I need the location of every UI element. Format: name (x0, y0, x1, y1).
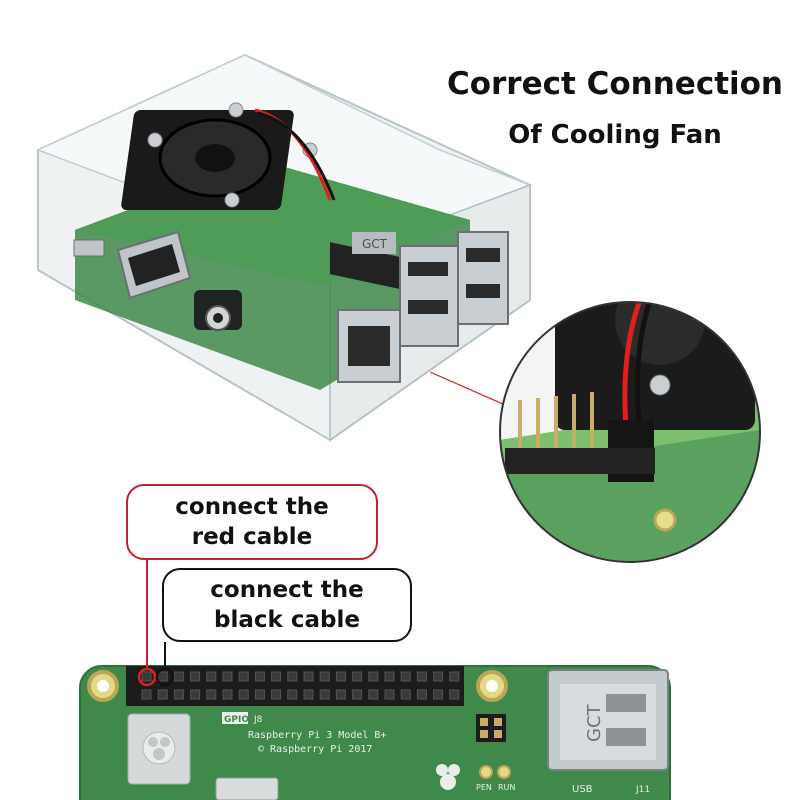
gct-label: GCT (362, 237, 388, 251)
j8-label: J8 (253, 715, 263, 725)
black-callout-line-2: black cable (214, 607, 360, 633)
small-header: PEN RUN (476, 714, 515, 792)
gpio-pin (271, 689, 282, 700)
gpio-pin (141, 671, 152, 682)
gpio-pin (449, 671, 460, 682)
gpio-pin (319, 671, 330, 682)
gpio-pin (335, 689, 346, 700)
raspberry-chip (127, 713, 191, 785)
gpio-pin (254, 689, 265, 700)
gpio-pin (416, 671, 427, 682)
usb-gct-label: GCT (584, 703, 605, 742)
title-line-1: Correct Connection (446, 66, 784, 102)
gpio-pin (206, 671, 217, 682)
gpio-pin (449, 689, 460, 700)
gpio-pin (157, 671, 168, 682)
red-cable-callout: connect the red cable (126, 484, 378, 560)
gpio-pin (271, 671, 282, 682)
run-label: RUN (498, 783, 515, 792)
gpio-pin (157, 689, 168, 700)
gpio-pin (433, 671, 444, 682)
model-label: Raspberry Pi 3 Model B+ (248, 730, 386, 741)
usb-ports-top: GCT (352, 231, 509, 347)
gpio-pin (335, 671, 346, 682)
gpio-pin (384, 671, 395, 682)
black-callout-line-1: connect the (210, 577, 364, 603)
raspberry-logo-small (436, 764, 460, 790)
gpio-pin (254, 671, 265, 682)
gpio-pin (141, 689, 152, 700)
gpio-pin (222, 671, 233, 682)
gpio-pin (352, 671, 363, 682)
hdmi-port (116, 230, 192, 300)
gpio-label: GPIO (224, 715, 249, 725)
title-line-2: Of Cooling Fan (508, 120, 722, 150)
pen-label: PEN (476, 783, 492, 792)
gpio-pin (400, 671, 411, 682)
gpio-pin (206, 689, 217, 700)
usb-port-bottom: GCT USB J11 (547, 669, 669, 795)
gpio-pin (319, 689, 330, 700)
gpio-pin (238, 671, 249, 682)
gpio-pin (222, 689, 233, 700)
gpio-pin (368, 671, 379, 682)
red-callout-line-2: red cable (191, 524, 313, 550)
pointer-line (429, 371, 513, 409)
audio-jack (194, 290, 242, 331)
gpio-pin (190, 689, 201, 700)
black-cable-callout: connect the black cable (162, 568, 412, 642)
usb-label: USB (572, 784, 593, 795)
case-fan (121, 102, 336, 210)
gpio-pin (287, 671, 298, 682)
gpio-pin (238, 689, 249, 700)
gpio-pin (368, 689, 379, 700)
board-silkscreen: GPIO J8 Raspberry Pi 3 Model B+ © Raspbe… (215, 712, 386, 800)
gpio-pin (433, 689, 444, 700)
red-callout-line-1: connect the (175, 494, 329, 520)
gpio-pin (173, 671, 184, 682)
gpio-pin (303, 671, 314, 682)
gpio-pin (303, 689, 314, 700)
copyright-label: © Raspberry Pi 2017 (258, 744, 372, 755)
micro-usb-port (73, 239, 105, 257)
gpio-pin (287, 689, 298, 700)
ethernet-port (337, 309, 401, 383)
gpio-pin (384, 689, 395, 700)
gpio-pin (352, 689, 363, 700)
gpio-pin (173, 689, 184, 700)
gpio-pin (190, 671, 201, 682)
gpio-pin (416, 689, 427, 700)
gpio-pin (400, 689, 411, 700)
j11-label: J11 (635, 785, 650, 795)
zoom-detail (499, 301, 761, 563)
gpio-header-bottom (126, 666, 464, 706)
